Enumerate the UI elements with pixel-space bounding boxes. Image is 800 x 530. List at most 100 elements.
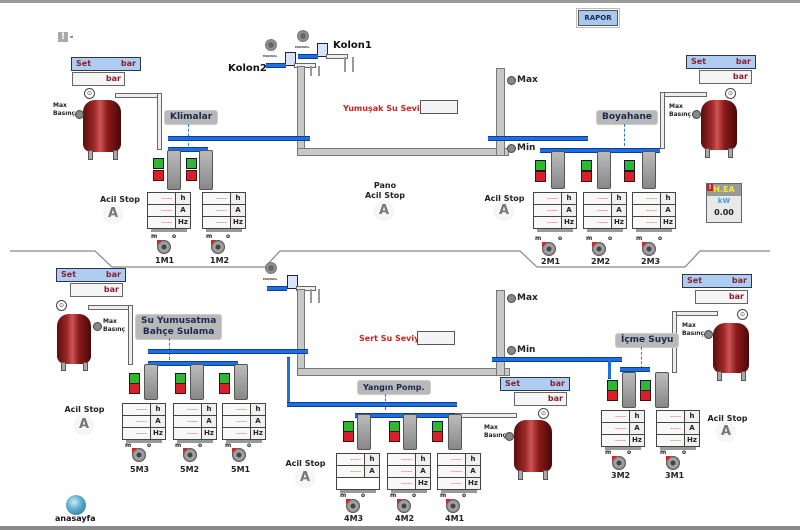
motor-panel-5m2: -----h -----A -----Hz: [173, 403, 217, 443]
manual-knob-kolon1[interactable]: [297, 30, 309, 42]
set-unit: bar: [731, 276, 747, 285]
mode-selector-5m1[interactable]: [232, 448, 246, 462]
unit-label: Hz: [151, 428, 165, 439]
motor-panel-5m3: -----h -----A -----Hz: [122, 403, 166, 443]
current-value: -----: [534, 205, 562, 216]
home-logo-icon[interactable]: [66, 495, 86, 515]
mode-selector-4m3[interactable]: [346, 499, 360, 513]
auto-mode-label: o: [658, 235, 663, 242]
current-value: -----: [633, 205, 661, 216]
acil-stop-button-yangin[interactable]: A: [296, 469, 314, 487]
acil-stop-label: Acil Stop: [285, 459, 326, 468]
frequency-value: -----: [602, 435, 630, 446]
unit-label: A: [202, 416, 216, 427]
auto-mode-label: o: [627, 449, 632, 456]
hours-value: -----: [602, 411, 630, 422]
mode-selector-5m3[interactable]: [132, 448, 146, 462]
motor-name-5m3: 5M3: [130, 465, 150, 474]
home-link[interactable]: anasayfa: [55, 514, 96, 523]
motor-panel-4m2: -----h -----A -----Hz: [387, 453, 431, 493]
unit-label: Hz: [231, 217, 245, 228]
run-indicator-2m1: [535, 160, 546, 171]
mode-selector-3m1[interactable]: [666, 456, 680, 470]
pano-acil-stop-button[interactable]: A: [375, 202, 393, 220]
unit-label: A: [630, 423, 644, 434]
mode-selector-4m2[interactable]: [397, 499, 411, 513]
acil-stop-button-klimalar[interactable]: A: [104, 205, 122, 223]
manual-knob-hard-water[interactable]: [265, 262, 277, 274]
acil-stop-button-boyahane[interactable]: A: [495, 202, 513, 220]
fault-indicator-3m2: [607, 390, 618, 401]
run-indicator-1m1: [153, 158, 164, 169]
bottom-border: [0, 526, 800, 530]
pressure-vessel: [514, 420, 552, 472]
vessel-leg: [61, 362, 66, 371]
valve-icon[interactable]: [287, 275, 298, 289]
pipe: [620, 367, 650, 372]
pressure-vessel: [57, 314, 91, 364]
tank-wall-bottom: [297, 368, 510, 376]
pressure-gauge-icon: ⊙: [725, 88, 736, 99]
unit-label: A: [685, 423, 699, 434]
auto-mode-label: o: [247, 442, 252, 449]
acil-stop-button-su-yumusatma[interactable]: A: [75, 416, 93, 434]
rapor-button[interactable]: RAPOR: [576, 8, 620, 28]
motor-name-4m2: 4M2: [395, 514, 415, 523]
energy-analyzer-panel[interactable]: !H.EA kW 0.00: [706, 183, 742, 223]
pump-motor-1m1: [167, 150, 181, 190]
unit-label: h: [416, 454, 430, 465]
mode-selector-2m2[interactable]: [592, 242, 606, 256]
mode-selector-1m2[interactable]: [211, 240, 225, 254]
pipe: [168, 147, 208, 152]
manual-mode-label: m: [340, 492, 347, 499]
fault-indicator-5m3: [129, 383, 140, 394]
su-yumusatma-pressure-field: bar: [70, 283, 123, 297]
manual-mode-label: m: [151, 233, 158, 240]
fault-indicator-2m2: [581, 171, 592, 182]
mode-selector-4m1[interactable]: [446, 499, 460, 513]
mode-selector-2m3[interactable]: [642, 242, 656, 256]
mode-selector-3m2[interactable]: [612, 456, 626, 470]
pump-motor-5m3: [144, 364, 158, 400]
mode-selector-1m1[interactable]: [157, 240, 171, 254]
pressure-gauge-icon: ⊙: [538, 408, 549, 419]
flow-arrow: [188, 124, 189, 146]
top-border: [0, 0, 800, 3]
hours-value: -----: [584, 193, 612, 204]
nozzle-icon: [310, 66, 320, 76]
frequency-value: -----: [174, 428, 202, 439]
warning-icon[interactable]: !: [58, 32, 68, 42]
fault-indicator-2m1: [535, 171, 546, 182]
current-value: -----: [438, 466, 466, 477]
unit-label: Hz: [466, 478, 480, 489]
valve-kolon2-icon[interactable]: [285, 52, 296, 66]
max-pressure-indicator: [692, 110, 701, 119]
mode-selector-2m1[interactable]: [542, 242, 556, 256]
manual-knob-kolon2[interactable]: [265, 39, 277, 51]
unit-label: A: [612, 205, 626, 216]
frequency-value: -----: [633, 217, 661, 228]
valve-kolon1-icon[interactable]: [317, 43, 328, 57]
fault-indicator-4m3: [343, 431, 354, 442]
pump-motor-4m3: [357, 414, 371, 450]
hours-value: -----: [534, 193, 562, 204]
pipe: [157, 93, 162, 150]
mode-selector-5m2[interactable]: [183, 448, 197, 462]
hea-title: H.EA: [713, 185, 735, 194]
nozzle-icon: [310, 289, 320, 303]
current-value: -----: [123, 416, 151, 427]
tank-wall-left: [297, 289, 305, 375]
frequency-value: -----: [657, 435, 685, 446]
motor-panel-4m3: -----h -----A: [336, 453, 380, 493]
unit-label: Hz: [416, 478, 430, 489]
acil-stop-button-icme-suyu[interactable]: A: [717, 423, 735, 441]
pipe: [88, 305, 132, 310]
fault-indicator-3m1: [640, 390, 651, 401]
